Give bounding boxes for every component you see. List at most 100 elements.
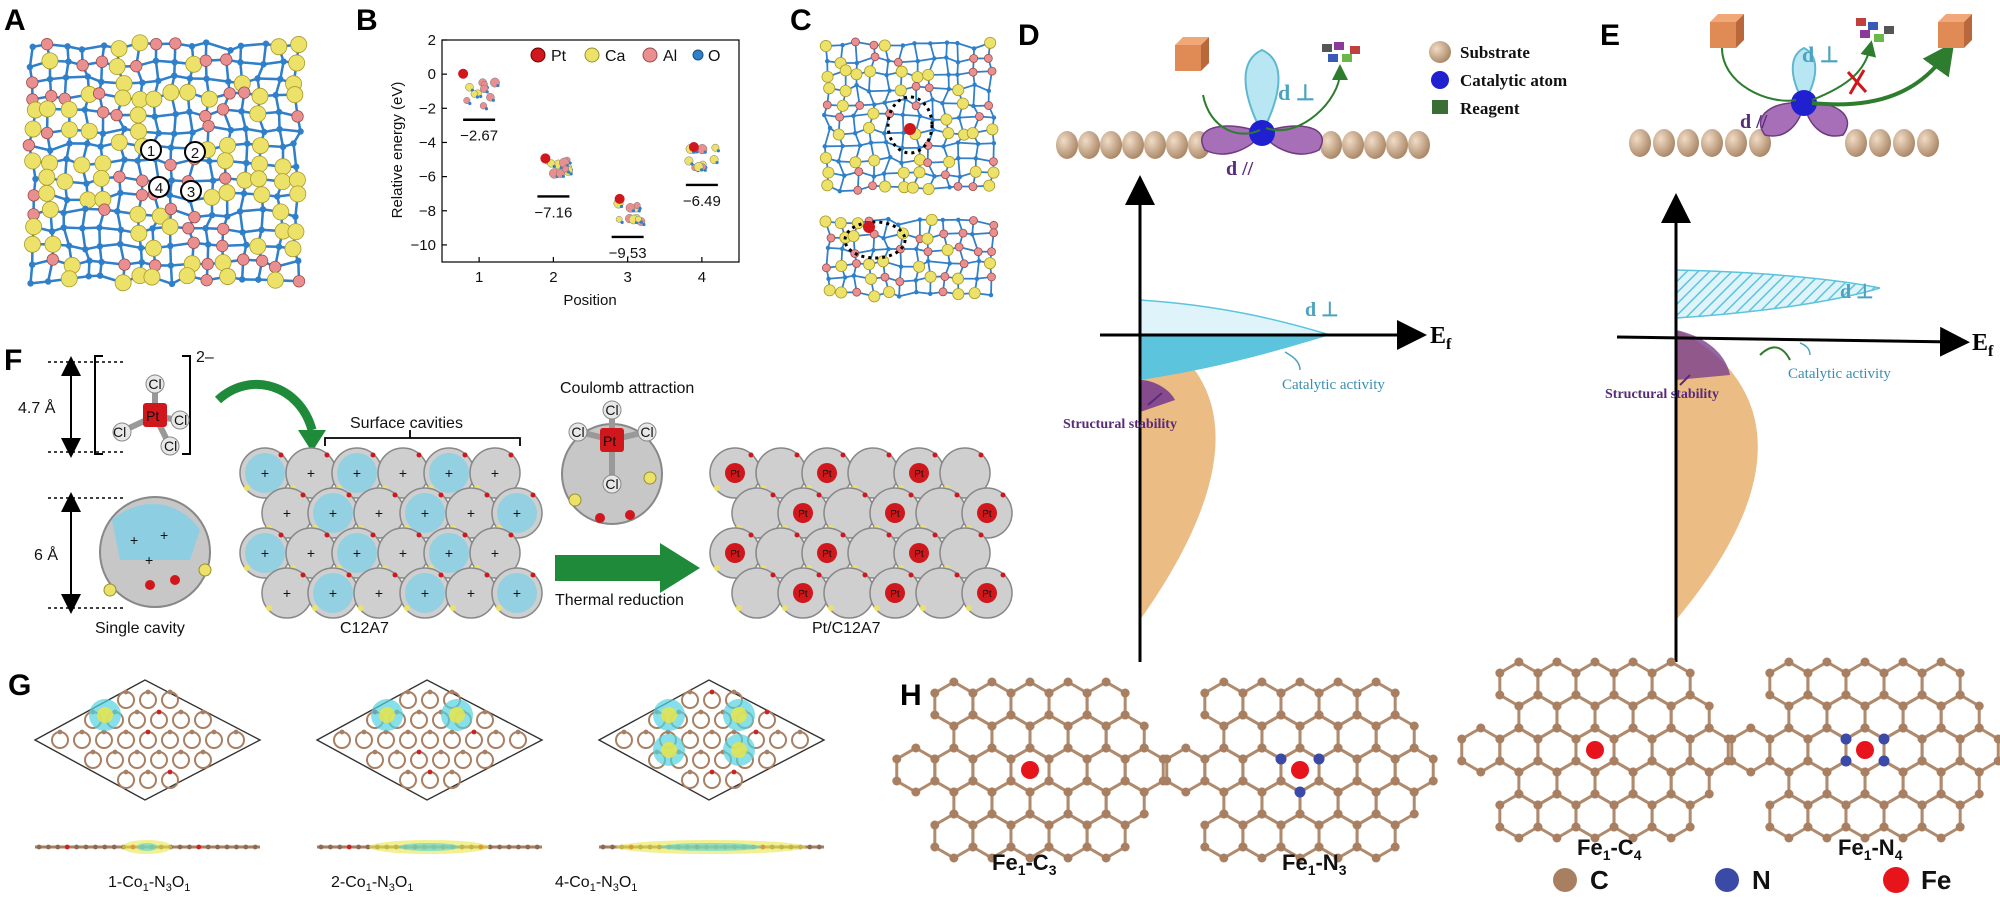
energy-value-label-3: −9.53 [609, 245, 647, 262]
reagent-cube-e-left [1710, 14, 1744, 48]
dos-cyan-hatched-e [1675, 269, 1881, 319]
x-axis-label: Position [563, 292, 616, 309]
panel-label-a: A [4, 4, 26, 37]
svg-text:+: + [445, 545, 453, 561]
d-perp-orbital [1244, 48, 1280, 136]
svg-text:+: + [261, 465, 269, 481]
coulomb-cavity: Cl Cl Cl Cl Pt [561, 400, 663, 525]
catalytic-atom-e [1791, 90, 1817, 116]
svg-text:+: + [261, 545, 269, 561]
pt-c12a7-label: Pt/C12A7 [812, 620, 881, 637]
panel-f: F 4.7 Å 6 Å 2– Cl Cl Cl Cl Pt [4, 344, 1013, 637]
svg-text:+: + [513, 585, 521, 601]
legend-substrate: Substrate [1460, 43, 1530, 62]
substrate-row-d [1056, 131, 1430, 159]
g-caption-3: 4-Co1-N3O1 [555, 874, 637, 894]
svg-text:Pt: Pt [914, 549, 924, 560]
charge-label: 2– [196, 349, 214, 366]
energy-value-label-2: −7.16 [534, 204, 572, 221]
svg-text:Pt: Pt [798, 589, 808, 600]
d-par-label-e: d // [1740, 111, 1768, 133]
cluster-1 [458, 68, 500, 111]
bracket-right [182, 355, 191, 455]
ptcl4-molecule: Cl Cl Cl Cl Pt [112, 374, 190, 456]
legend-c: C [1590, 865, 1609, 895]
panel-a: A 1 2 4 3 [4, 4, 308, 292]
dos-cyan-empty-d [1139, 299, 1331, 336]
cavity-outline-top [886, 95, 934, 155]
svg-text:Cl: Cl [605, 402, 618, 418]
svg-text:+: + [353, 465, 361, 481]
pt-atom-top [904, 123, 916, 135]
svg-text:+: + [421, 585, 429, 601]
x-tick-label: 1 [475, 269, 483, 286]
h-structures [892, 657, 2000, 863]
svg-text:Pt: Pt [730, 549, 740, 560]
crystal-lattice-c-top [819, 36, 1000, 195]
single-cavity-label: Single cavity [95, 620, 185, 637]
legend-label-o: O [708, 48, 720, 65]
svg-text:Pt: Pt [890, 509, 900, 520]
product-cubes-e [1856, 18, 1894, 42]
curve-label-d: d ⊥ [1305, 299, 1339, 321]
dim-label-47: 4.7 Å [18, 398, 56, 417]
legend-marker-ca [584, 47, 600, 63]
dos-orange-e [1676, 330, 1758, 620]
panel-g: G 1-Co1-N3O1 2-Co1-N3O1 4-Co1-N3O1 [8, 669, 826, 894]
site-markers: 1 2 4 3 [140, 139, 206, 202]
legend-fe: Fe [1921, 865, 1951, 895]
y-tick-label: −6 [419, 169, 436, 186]
panel-label-e: E [1600, 19, 1620, 52]
panel-label-c: C [790, 4, 812, 37]
reagent-cube-d [1175, 37, 1209, 71]
coulomb-label: Coulomb attraction [560, 380, 694, 397]
ef-label-d: Ef [1430, 323, 1452, 353]
reagent-cube-e-right [1938, 14, 1972, 48]
svg-text:Pt: Pt [914, 469, 924, 480]
y-axis-label: Relative energy (eV) [389, 82, 406, 219]
panel-label-b: B [356, 4, 378, 37]
dos-purple-e [1676, 330, 1730, 380]
surface-bracket-left [324, 437, 521, 446]
d-perp-label: d ⊥ [1278, 80, 1315, 105]
panel-e: E d ⊥ d // [1600, 14, 1994, 662]
single-cavity: + + + [99, 496, 212, 608]
legend-d: Substrate Catalytic atom Reagent [1429, 41, 1567, 118]
structural-label-d: Structural stability [1063, 417, 1177, 432]
svg-text:Pt: Pt [890, 589, 900, 600]
reaction-arrow-in [1202, 94, 1261, 135]
surface-cavities-label: Surface cavities [350, 415, 463, 432]
svg-text:+: + [130, 532, 138, 548]
panel-label-d: D [1018, 19, 1040, 52]
g-caption-2: 2-Co1-N3O1 [331, 874, 413, 894]
x-axis-e [1616, 326, 1970, 357]
g-structures [33, 679, 826, 854]
svg-text:Cl: Cl [640, 424, 653, 440]
crystal-lattice-c-bottom [819, 213, 999, 303]
legend-substrate-icon [1429, 41, 1451, 63]
svg-text:+: + [375, 585, 383, 601]
svg-text:+: + [283, 585, 291, 601]
thermal-reduction-arrow [555, 543, 700, 593]
reaction-arrow-desorb-e [1811, 41, 1955, 107]
cluster-3 [613, 193, 646, 227]
d-par-orbital-e-left [1759, 101, 1805, 137]
insertion-arrow [214, 379, 317, 432]
x-tick-label: 3 [623, 269, 631, 286]
h-caption-fe1-n3: Fe1-N3 [1282, 850, 1347, 878]
panel-label-f: F [4, 344, 22, 377]
svg-text:+: + [329, 505, 337, 521]
structural-label-e: Structural stability [1605, 387, 1719, 402]
legend-reagent: Reagent [1460, 99, 1520, 118]
legend-marker-al [642, 47, 658, 63]
legend-catalytic-atom: Catalytic atom [1460, 71, 1567, 90]
y-ticks: 20−2−4−6−8−10 [411, 32, 447, 254]
svg-text:+: + [307, 545, 315, 561]
svg-text:+: + [399, 465, 407, 481]
y-tick-label: −4 [419, 134, 436, 151]
dim-label-6: 6 Å [34, 545, 58, 564]
reaction-arrow-out [1265, 64, 1348, 132]
y-tick-label: −2 [419, 100, 436, 117]
catalytic-label-d: Catalytic activity [1282, 377, 1385, 393]
